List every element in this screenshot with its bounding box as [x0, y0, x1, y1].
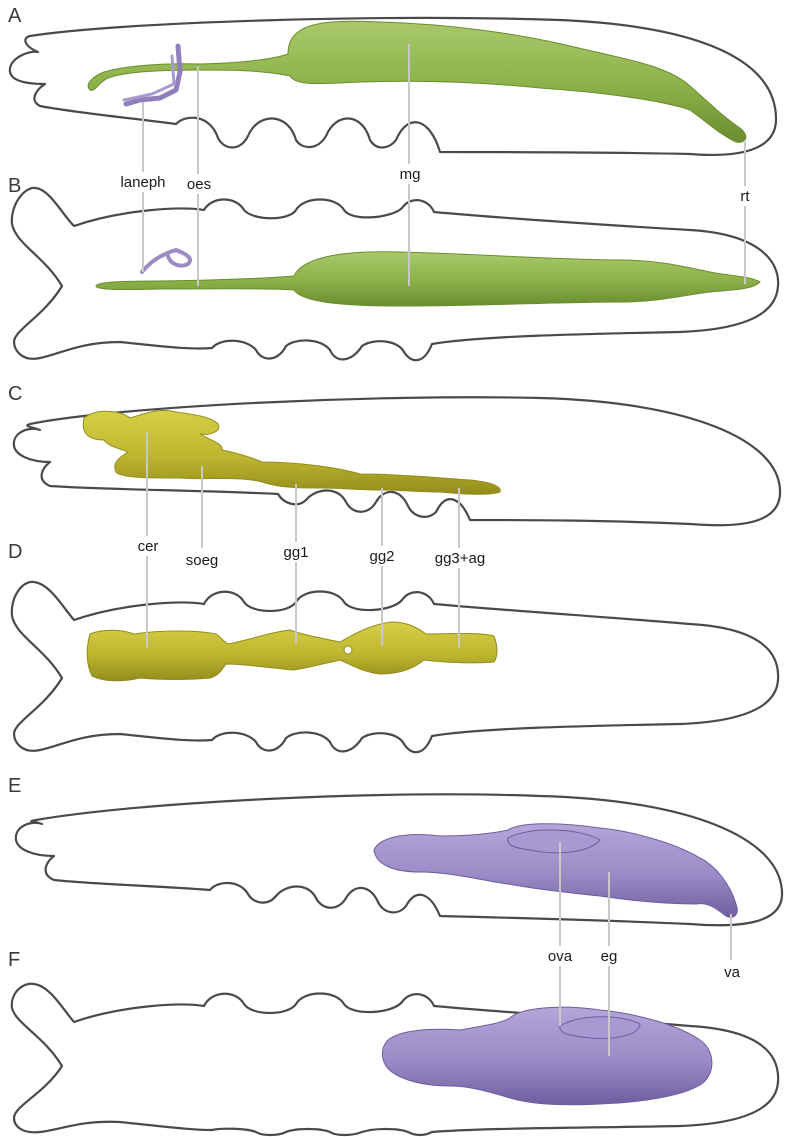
panel-e: E — [8, 775, 784, 927]
label-eg: eg — [601, 948, 618, 965]
label-va: va — [724, 964, 741, 981]
panel-letter-a: A — [8, 5, 22, 27]
panel-letter-c: C — [8, 383, 22, 405]
body-outline-dorsal-b — [10, 186, 780, 362]
body-outline-lateral-e — [14, 793, 784, 927]
label-ova: ova — [548, 948, 573, 965]
panel-c: C — [8, 383, 782, 527]
laneph-organ-a-2 — [122, 54, 176, 102]
label-cer: cer — [138, 538, 159, 555]
gut-dorsal-b — [95, 251, 761, 307]
panel-letter-e: E — [8, 775, 21, 797]
laneph-organ-b — [140, 248, 193, 274]
body-outline-lateral-c — [12, 396, 782, 527]
panel-a: A — [8, 5, 778, 157]
panel-letter-d: D — [8, 541, 22, 563]
label-gg2: gg2 — [369, 548, 394, 565]
label-oes: oes — [187, 176, 211, 193]
nervous-dorsal-d — [86, 621, 498, 682]
panel-f: F — [8, 949, 780, 1137]
label-mg: mg — [400, 166, 421, 183]
label-rt: rt — [740, 188, 750, 205]
label-backgrounds — [110, 164, 758, 982]
label-soeg: soeg — [186, 552, 219, 569]
label-gg3ag: gg3+ag — [435, 550, 485, 567]
gut-lateral-a — [87, 20, 747, 143]
labels: laneph oes mg rt cer soeg gg1 gg2 gg3+ag… — [120, 166, 750, 981]
reproductive-lateral-e — [373, 823, 738, 918]
nerve-ring-hole-d — [343, 645, 353, 655]
body-outline-lateral-a — [8, 16, 778, 157]
panel-letter-b: B — [8, 175, 21, 197]
nervous-lateral-c — [82, 409, 501, 495]
panel-b: B — [8, 175, 780, 362]
reproductive-dorsal-f — [381, 1006, 713, 1106]
label-laneph: laneph — [120, 174, 165, 191]
panel-d: D — [8, 541, 780, 754]
laneph-organ-a — [123, 43, 183, 107]
label-gg1: gg1 — [283, 544, 308, 561]
oviduct-f — [559, 1016, 641, 1039]
oviduct-e — [507, 829, 601, 854]
panel-letter-f: F — [8, 949, 20, 971]
body-outline-dorsal-f — [10, 982, 780, 1137]
